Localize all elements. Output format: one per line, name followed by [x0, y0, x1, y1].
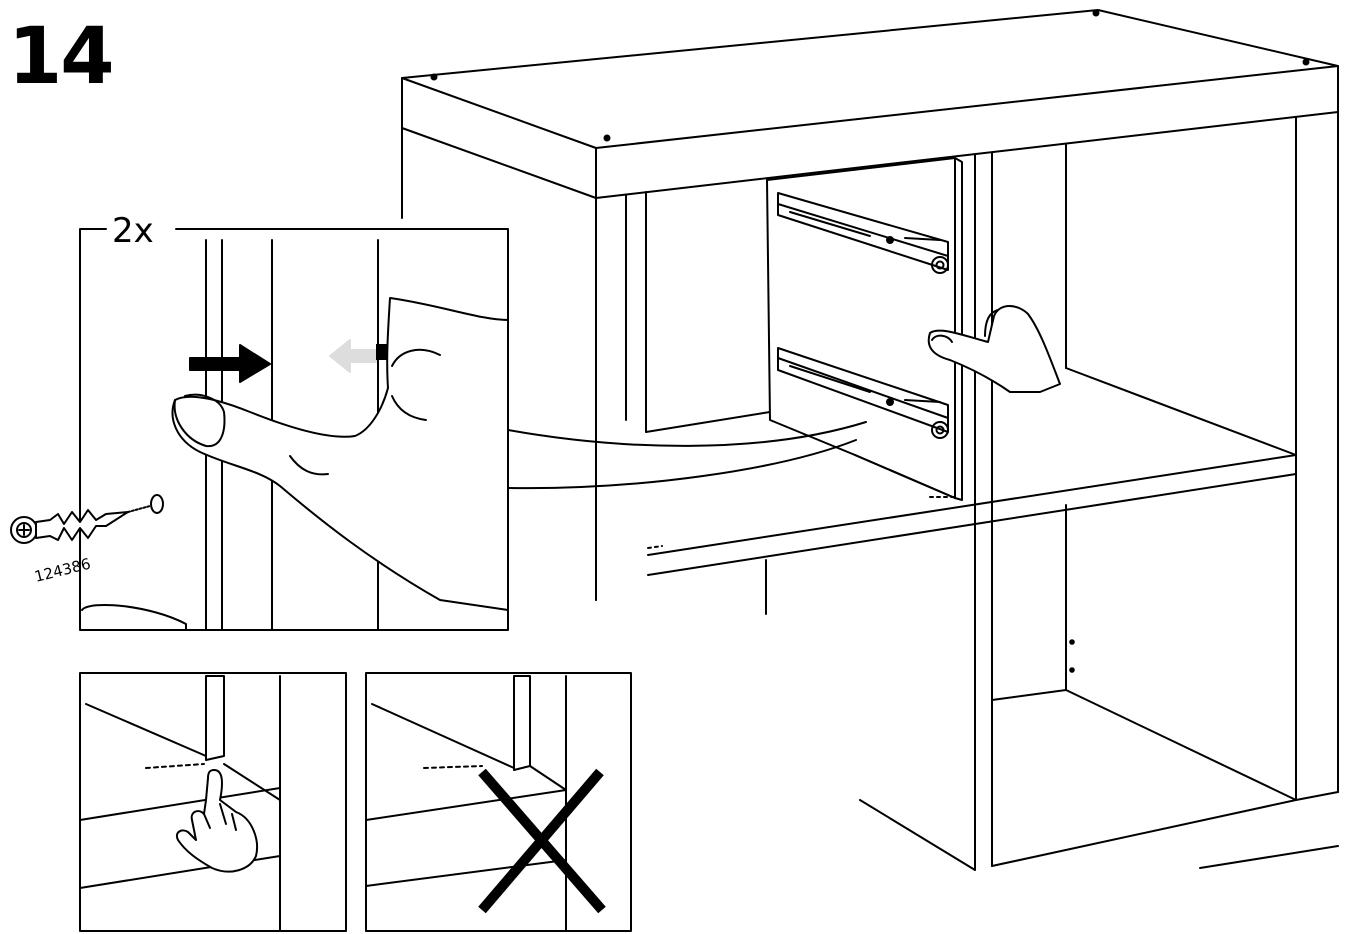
correct-panel	[79, 672, 347, 932]
step-number: 14	[8, 12, 115, 102]
shelf-unit	[401, 9, 1339, 871]
wrong-cross-icon	[478, 768, 606, 914]
screw-icon	[10, 494, 164, 544]
callout-connector	[507, 421, 867, 447]
push-arrow-icon	[189, 344, 271, 383]
quantity-label: 2x	[112, 211, 154, 251]
hand-pushing-icon	[171, 297, 509, 611]
wrong-panel	[365, 672, 632, 932]
hand-holding-drawer-icon	[927, 305, 1061, 393]
detail-inset	[79, 228, 509, 631]
drawer-front	[766, 157, 963, 501]
